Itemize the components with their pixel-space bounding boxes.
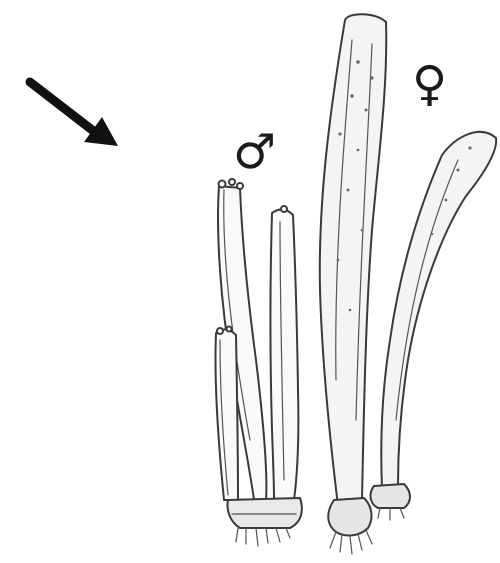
central-stalk xyxy=(320,14,386,506)
male-base xyxy=(228,498,302,546)
male-symbol: ♂ xyxy=(233,124,276,180)
female-stalk xyxy=(381,132,496,488)
central-base xyxy=(328,498,372,554)
male-stalk-middle xyxy=(271,206,299,500)
female-base xyxy=(371,484,410,520)
male-stalk-small xyxy=(215,327,238,501)
arrow-icon xyxy=(30,82,118,146)
female-symbol: ♀ xyxy=(412,56,447,112)
